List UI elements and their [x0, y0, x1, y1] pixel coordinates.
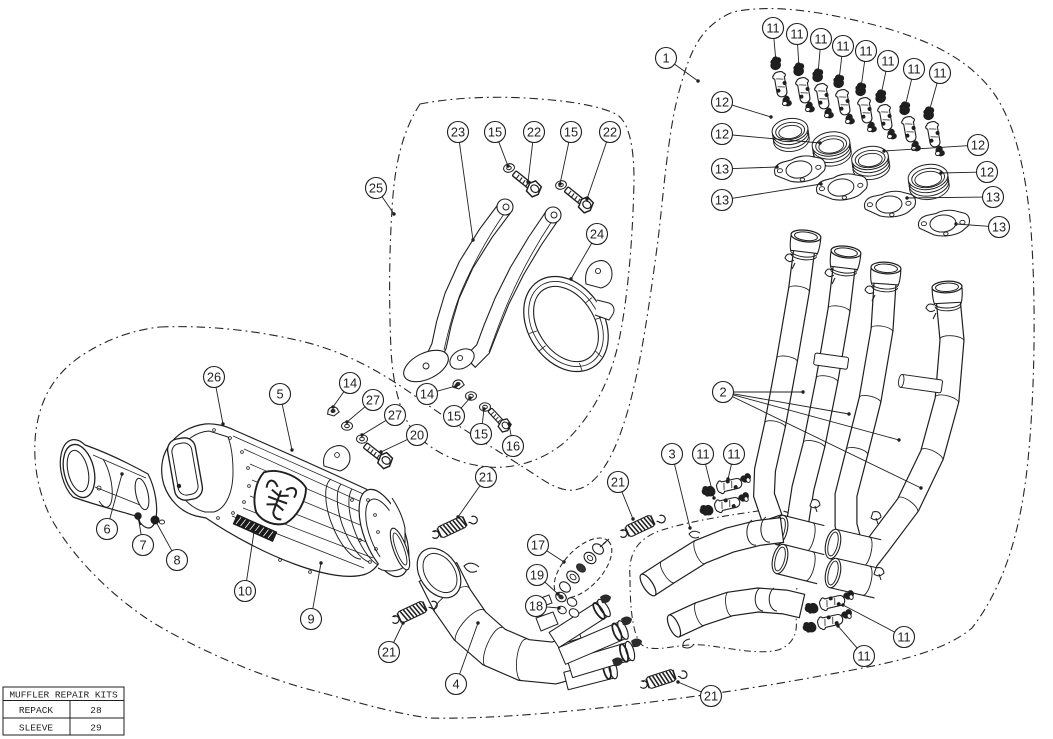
svg-text:22: 22 — [603, 124, 617, 139]
svg-text:11: 11 — [933, 65, 946, 80]
svg-text:24: 24 — [590, 226, 604, 241]
svg-text:21: 21 — [382, 644, 396, 659]
svg-text:13: 13 — [715, 192, 729, 207]
svg-text:27: 27 — [388, 407, 402, 422]
svg-text:8: 8 — [173, 552, 180, 567]
svg-text:11: 11 — [790, 26, 803, 41]
svg-text:13: 13 — [986, 189, 1000, 204]
svg-text:15: 15 — [474, 426, 488, 441]
svg-text:27: 27 — [366, 392, 380, 407]
svg-text:11: 11 — [907, 61, 920, 76]
svg-text:11: 11 — [727, 446, 740, 461]
svg-text:2: 2 — [719, 384, 726, 399]
svg-text:11: 11 — [814, 31, 827, 46]
svg-text:15: 15 — [447, 408, 461, 423]
svg-text:5: 5 — [276, 386, 283, 401]
svg-text:12: 12 — [980, 164, 994, 179]
svg-text:11: 11 — [857, 648, 870, 663]
svg-text:12: 12 — [715, 94, 729, 109]
svg-text:REPACK: REPACK — [19, 705, 54, 716]
svg-text:14: 14 — [343, 375, 357, 390]
svg-text:12: 12 — [971, 137, 985, 152]
svg-text:11: 11 — [766, 20, 779, 35]
svg-text:21: 21 — [479, 469, 493, 484]
svg-text:14: 14 — [420, 386, 434, 401]
svg-text:10: 10 — [238, 583, 252, 598]
svg-text:28: 28 — [90, 705, 102, 716]
svg-text:19: 19 — [530, 567, 544, 582]
svg-text:25: 25 — [369, 180, 383, 195]
svg-text:11: 11 — [897, 629, 910, 644]
svg-text:4: 4 — [452, 676, 459, 691]
svg-text:11: 11 — [696, 446, 709, 461]
svg-text:13: 13 — [992, 219, 1006, 234]
svg-text:1: 1 — [662, 50, 669, 65]
svg-text:15: 15 — [488, 124, 502, 139]
svg-text:16: 16 — [506, 438, 520, 453]
svg-text:SLEEVE: SLEEVE — [19, 723, 54, 734]
svg-text:20: 20 — [410, 427, 424, 442]
svg-text:17: 17 — [531, 537, 545, 552]
svg-text:26: 26 — [207, 369, 221, 384]
svg-text:6: 6 — [103, 521, 110, 536]
svg-text:21: 21 — [611, 474, 625, 489]
svg-text:29: 29 — [90, 723, 102, 734]
svg-text:22: 22 — [527, 124, 541, 139]
svg-text:9: 9 — [307, 611, 314, 626]
svg-text:11: 11 — [836, 38, 849, 53]
svg-text:23: 23 — [451, 124, 465, 139]
svg-text:12: 12 — [715, 126, 729, 141]
svg-text:13: 13 — [715, 161, 729, 176]
svg-text:3: 3 — [668, 446, 675, 461]
svg-text:18: 18 — [529, 598, 543, 613]
svg-text:15: 15 — [564, 124, 578, 139]
svg-text:11: 11 — [881, 53, 894, 68]
svg-text:7: 7 — [139, 537, 146, 552]
svg-text:11: 11 — [859, 43, 872, 58]
svg-text:21: 21 — [704, 688, 718, 703]
svg-text:MUFFLER REPAIR KITS: MUFFLER REPAIR KITS — [9, 690, 118, 701]
